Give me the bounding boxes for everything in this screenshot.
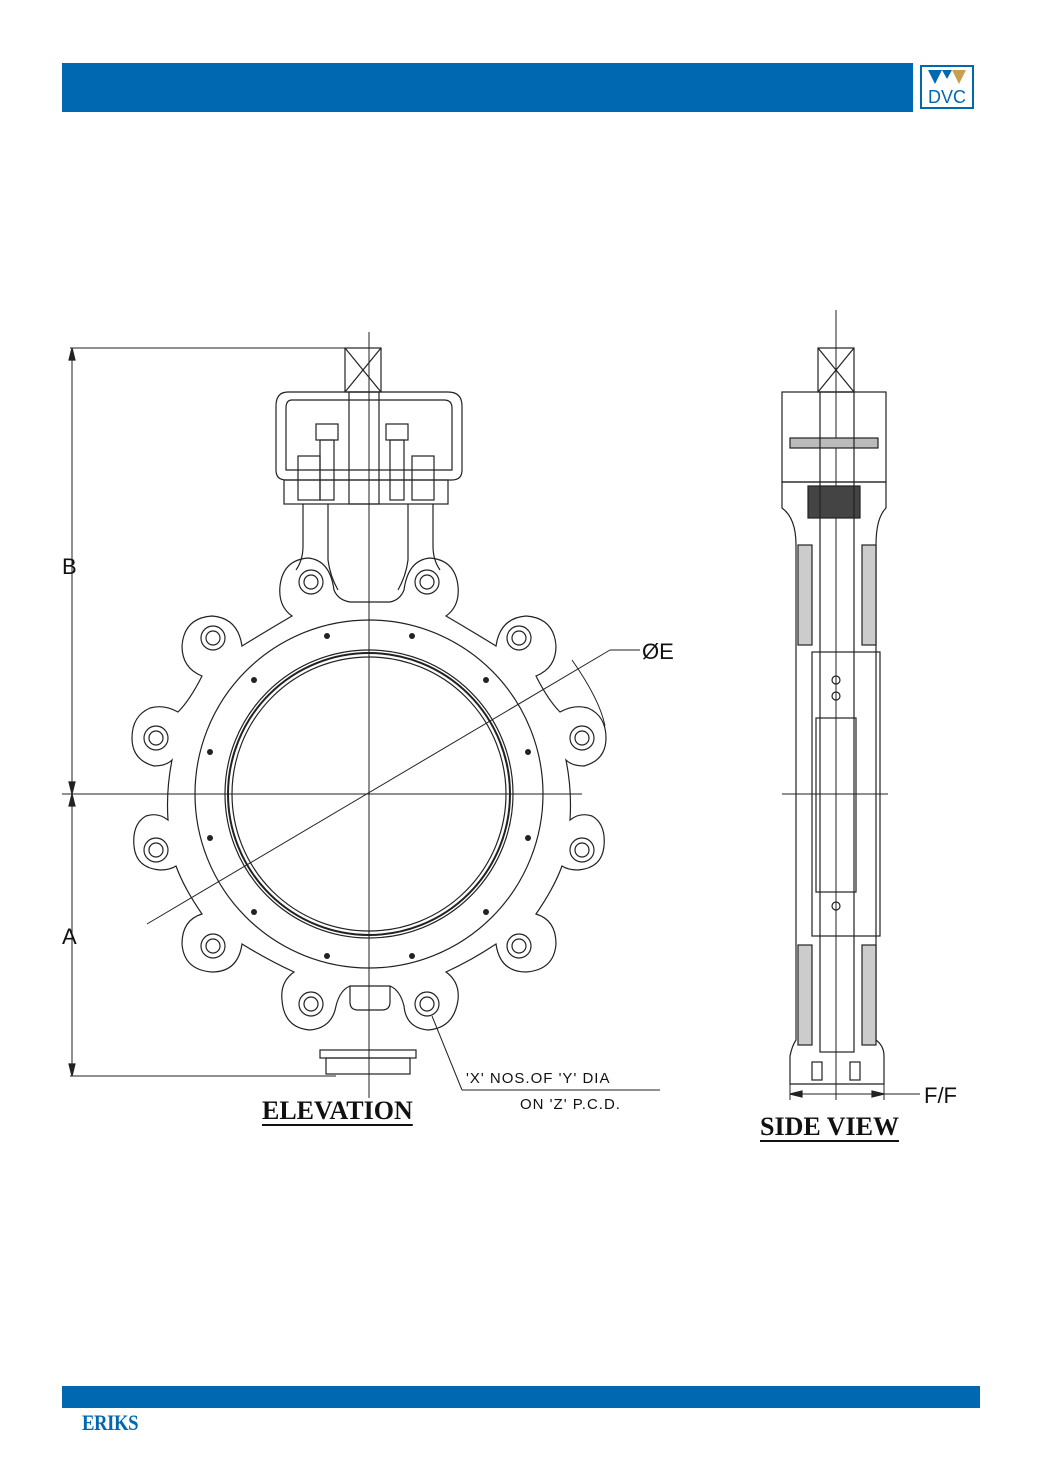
dimension-b-label: B bbox=[62, 554, 77, 579]
dimension-e-label: ØE bbox=[642, 639, 674, 664]
eriks-brand: ERIKS bbox=[82, 1410, 139, 1435]
elevation-title: ELEVATION bbox=[262, 1096, 413, 1125]
logo-mark-icon bbox=[928, 70, 966, 84]
dimension-ff-label: F/F bbox=[924, 1083, 957, 1108]
dvc-logo: DVC bbox=[920, 65, 974, 109]
logo-text: DVC bbox=[927, 87, 966, 107]
footer-bar bbox=[62, 1386, 980, 1408]
dimension-a-label: A bbox=[62, 924, 77, 949]
elevation-view bbox=[62, 332, 660, 1098]
bolt-note-line2: ON 'Z' P.C.D. bbox=[520, 1096, 621, 1113]
side-view bbox=[781, 310, 920, 1100]
side-view-title: SIDE VIEW bbox=[760, 1112, 899, 1141]
header-bar bbox=[62, 63, 913, 112]
bolt-note-line1: 'X' NOS.OF 'Y' DIA bbox=[466, 1070, 611, 1087]
